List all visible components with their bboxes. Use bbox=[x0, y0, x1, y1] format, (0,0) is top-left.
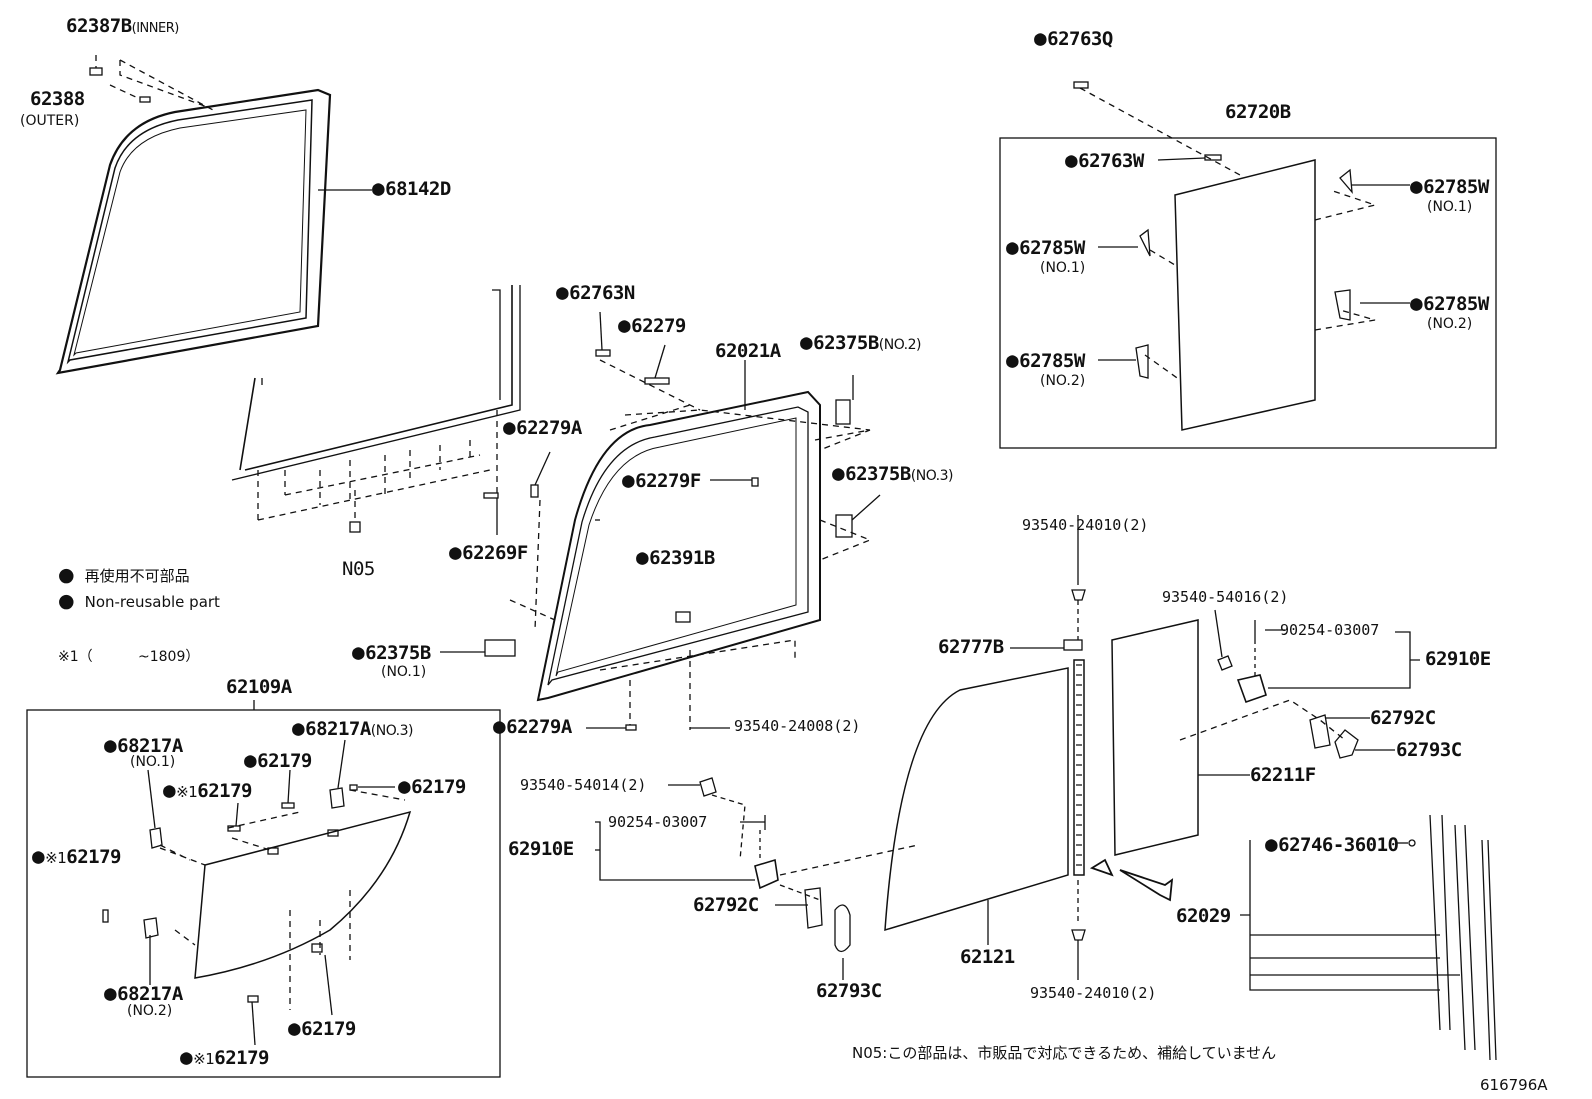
glass-62121 bbox=[884, 667, 1069, 932]
label-62785W-l2-note: (NO.2) bbox=[1040, 373, 1086, 389]
label-68217A-no1-note: (NO.1) bbox=[130, 754, 176, 770]
label-90254-left: 90254-03007 bbox=[608, 813, 708, 831]
weatherstrip-68142D bbox=[55, 88, 372, 375]
label-62785W-l1: 62785W bbox=[1006, 237, 1085, 258]
label-62211F: 62211F bbox=[1250, 764, 1316, 786]
label-62910E-right: 62910E bbox=[1425, 648, 1491, 670]
label-62388: 62388 bbox=[30, 88, 85, 110]
note1-mark: ※1（ bbox=[58, 649, 93, 665]
label-93540-24010-bot: 93540-24010(2) bbox=[1030, 984, 1157, 1002]
label-62910E-left: 62910E bbox=[508, 838, 574, 860]
label-68142D: 68142D bbox=[372, 178, 451, 199]
label-62720B: 62720B bbox=[1225, 101, 1291, 123]
label-90254-right: 90254-03007 bbox=[1280, 621, 1380, 639]
legend-en: Non-reusable part bbox=[58, 592, 220, 611]
label-62109A: 62109A bbox=[226, 676, 292, 698]
label-62785W-r1: 62785W bbox=[1410, 176, 1489, 197]
label-62279A-bot: 62279A bbox=[493, 716, 572, 737]
label-68217A-no2: 68217A bbox=[104, 983, 183, 1004]
label-62029: 62029 bbox=[1176, 905, 1231, 927]
label-62179-e: 62179 bbox=[288, 1018, 356, 1039]
label-62785W-r1-note: (NO.1) bbox=[1427, 199, 1473, 215]
label-62375B-no1-note: (NO.1) bbox=[381, 664, 427, 680]
label-93540-54016: 93540-54016(2) bbox=[1162, 588, 1289, 606]
label-68217A-no3: 68217A(NO.3) bbox=[292, 718, 413, 739]
label-62746: 62746-36010 bbox=[1265, 834, 1399, 855]
label-N05: N05 bbox=[342, 558, 375, 580]
label-62777B: 62777B bbox=[938, 636, 1004, 658]
pointer-arrow bbox=[1119, 869, 1174, 902]
label-62763N: 62763N bbox=[556, 282, 635, 303]
label-93540-24008: 93540-24008(2) bbox=[734, 717, 861, 735]
label-93540-24010-top: 93540-24010(2) bbox=[1022, 516, 1149, 534]
label-62785W-r2-note: (NO.2) bbox=[1427, 316, 1473, 332]
diagram-code: 616796A bbox=[1480, 1076, 1548, 1094]
legend-jp: 再使用不可部品 bbox=[58, 566, 190, 585]
label-62792C-left: 62792C bbox=[693, 894, 759, 916]
label-62179-d: ※162179 bbox=[32, 846, 121, 867]
label-62785W-r2: 62785W bbox=[1410, 293, 1489, 314]
label-68217A-no1: 68217A bbox=[104, 735, 183, 756]
glass-frame-62021A bbox=[536, 390, 821, 702]
label-62785W-l1-note: (NO.1) bbox=[1040, 260, 1086, 276]
label-62375B-no3: 62375B(NO.3) bbox=[832, 463, 953, 484]
label-62179-a: 62179 bbox=[244, 750, 312, 771]
label-62387B: 62387B(INNER) bbox=[66, 15, 179, 37]
label-93540-54014: 93540-54014(2) bbox=[520, 776, 647, 794]
label-62279: 62279 bbox=[618, 315, 686, 336]
label-62763W: 62763W bbox=[1065, 150, 1144, 171]
label-62179-c: 62179 bbox=[398, 776, 466, 797]
label-68217A-no2-note: (NO.2) bbox=[127, 1003, 173, 1019]
label-62792C-right: 62792C bbox=[1370, 707, 1436, 729]
label-62021A: 62021A bbox=[715, 340, 781, 362]
label-62269F: 62269F bbox=[449, 542, 528, 563]
note1-range: ~1809） bbox=[138, 649, 200, 665]
label-62391B: 62391B bbox=[636, 547, 715, 568]
label-62375B-no1: 62375B bbox=[352, 642, 431, 663]
label-62179-f: ※162179 bbox=[180, 1047, 269, 1068]
label-62279F: 62279F bbox=[622, 470, 701, 491]
glass-62211F bbox=[1111, 619, 1199, 856]
door-frame bbox=[231, 285, 521, 535]
label-62388-note: (OUTER) bbox=[20, 113, 80, 129]
label-62375B-no2: 62375B(NO.2) bbox=[800, 332, 921, 353]
box-62109A bbox=[26, 709, 501, 1078]
label-62179-b: ※162179 bbox=[163, 780, 252, 801]
label-62763Q: 62763Q bbox=[1034, 28, 1113, 49]
label-62793C-left: 62793C bbox=[816, 980, 882, 1002]
label-62121: 62121 bbox=[960, 946, 1015, 968]
label-62785W-l2: 62785W bbox=[1006, 350, 1085, 371]
label-62793C-right: 62793C bbox=[1396, 739, 1462, 761]
label-62279A-top: 62279A bbox=[503, 417, 582, 438]
box-62720B bbox=[999, 137, 1497, 449]
footnote-N05: N05:この部品は、市販品で対応できるため、補給していません bbox=[852, 1044, 1277, 1062]
